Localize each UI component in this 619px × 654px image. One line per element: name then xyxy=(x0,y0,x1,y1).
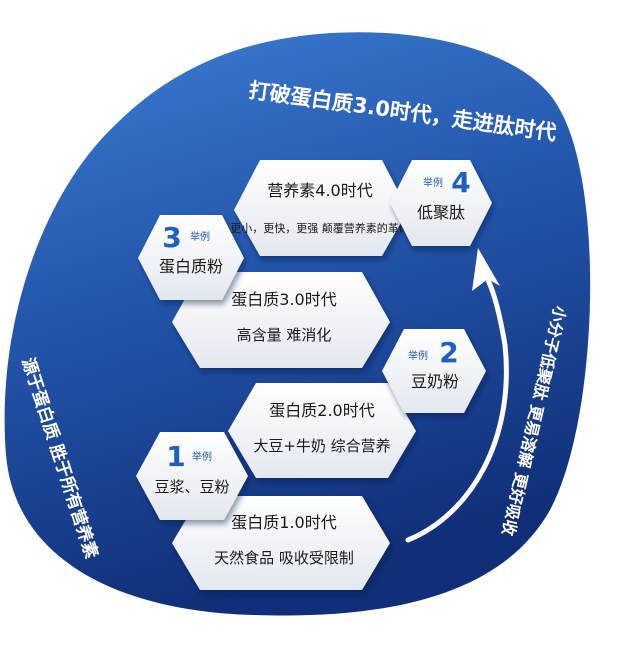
era-3-panel xyxy=(172,272,390,368)
example-4-number: 4 xyxy=(451,166,470,199)
progress-arrow-head xyxy=(472,248,500,291)
example-1-name: 豆浆、豆粉 xyxy=(154,478,229,496)
era-2-panel xyxy=(228,383,416,478)
era-4-title: 营养素4.0时代 xyxy=(267,181,372,200)
example-2-tag: 举例 xyxy=(408,349,428,362)
example-4-name: 低聚肽 xyxy=(417,203,465,222)
progress-arrow-curve xyxy=(405,277,509,543)
era-1-desc: 天然食品 吸收受限制 xyxy=(214,549,354,567)
era-3-title: 蛋白质3.0时代 xyxy=(231,290,336,309)
example-3-name: 蛋白质粉 xyxy=(159,257,223,276)
era-2-desc: 大豆+牛奶 综合营养 xyxy=(253,437,390,455)
example-4-tag: 举例 xyxy=(423,176,443,189)
era-3-desc: 高含量 难消化 xyxy=(237,326,332,344)
example-1-number: 1 xyxy=(166,440,185,473)
era-1-title: 蛋白质1.0时代 xyxy=(231,513,336,532)
example-3-number: 3 xyxy=(162,221,181,254)
era-4-panel xyxy=(234,160,408,256)
era-2-title: 蛋白质2.0时代 xyxy=(269,401,374,420)
example-2-name: 豆奶粉 xyxy=(411,372,459,391)
example-1-badge xyxy=(136,432,248,520)
era-1-panel xyxy=(172,496,390,590)
example-4-badge xyxy=(390,160,492,246)
example-3-tag: 举例 xyxy=(190,230,210,243)
example-2-number: 2 xyxy=(439,336,458,369)
era-4-desc: 更小，更快，更强 颠覆营养素的革命 xyxy=(230,221,410,235)
example-1-tag: 举例 xyxy=(192,450,212,463)
example-3-badge xyxy=(138,215,244,300)
example-2-badge xyxy=(382,329,486,413)
